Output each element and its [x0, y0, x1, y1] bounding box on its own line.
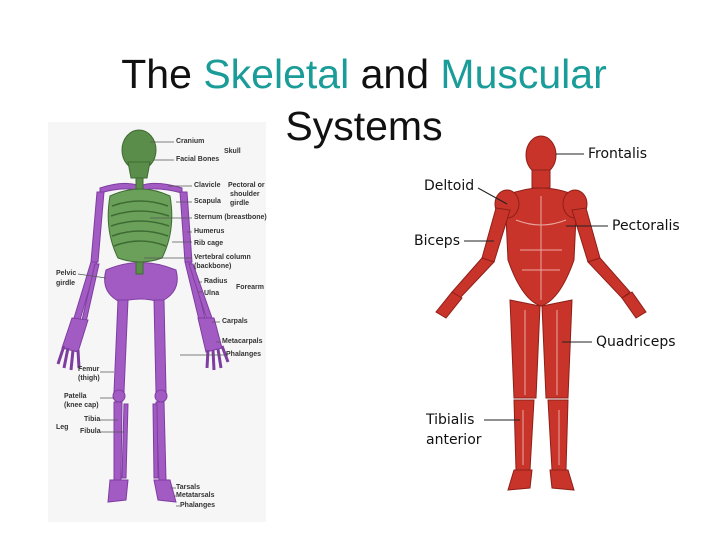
label-metatarsals: Metatarsals	[176, 492, 215, 499]
label-patella-2: (knee cap)	[64, 402, 99, 409]
label-phalanges-hand: Phalanges	[226, 351, 262, 358]
label-radius: Radius	[204, 278, 228, 285]
label-pectoral-1: Pectoral or	[228, 182, 265, 189]
label-ulna: Ulna	[204, 290, 220, 297]
label-humerus: Humerus	[194, 228, 225, 235]
label-pelvic-1: Pelvic	[56, 270, 77, 277]
muscle-leader-lines	[464, 153, 608, 421]
slide-title: The Skeletal and Muscular Systems	[0, 48, 728, 152]
label-cranium: Cranium	[176, 138, 205, 145]
label-quadriceps: Quadriceps	[596, 334, 676, 350]
title-prefix: The	[121, 51, 192, 97]
label-scapula: Scapula	[194, 198, 221, 205]
label-pectoral-3: girdle	[230, 200, 250, 207]
label-tibia: Tibia	[84, 416, 101, 423]
label-pectoralis: Pectoralis	[612, 218, 680, 234]
label-facial-bones: Facial Bones	[176, 156, 220, 163]
label-femur-1: Femur	[78, 366, 100, 373]
label-rib-cage: Rib cage	[194, 240, 224, 247]
muscle-details	[515, 196, 567, 465]
label-clavicle: Clavicle	[194, 182, 221, 189]
label-biceps: Biceps	[414, 233, 460, 249]
label-tibialis-1: Tibialis	[426, 412, 475, 428]
skeleton-leader-lines	[77, 141, 224, 507]
label-pelvic-2: girdle	[56, 280, 76, 287]
label-vertebral-2: (backbone)	[194, 263, 232, 270]
label-tibialis-2: anterior	[426, 432, 482, 448]
label-metacarpals: Metacarpals	[222, 338, 263, 345]
label-frontalis: Frontalis	[588, 146, 648, 162]
label-pectoral-2: shoulder	[230, 191, 260, 198]
label-patella-1: Patella	[64, 393, 87, 400]
skeleton-axial	[107, 129, 173, 275]
title-and: and	[360, 51, 430, 97]
title-line-1: The Skeletal and Muscular	[0, 48, 728, 100]
label-femur-2: (thigh)	[78, 375, 100, 382]
label-forearm: Forearm	[236, 284, 265, 291]
label-fibula: Fibula	[80, 428, 101, 435]
title-line-2: Systems	[285, 103, 443, 149]
label-sternum: Sternum (breastbone)	[194, 214, 267, 221]
label-phalanges-foot: Phalanges	[180, 502, 216, 509]
label-vertebral-1: Vertebral column	[194, 254, 251, 261]
label-carpals: Carpals	[222, 318, 248, 325]
title-skeletal: Skeletal	[203, 51, 350, 97]
label-deltoid: Deltoid	[424, 178, 475, 194]
title-muscular: Muscular	[440, 51, 607, 97]
label-skull: Skull	[224, 148, 241, 155]
label-leg: Leg	[56, 424, 69, 431]
label-tarsals: Tarsals	[176, 484, 200, 491]
